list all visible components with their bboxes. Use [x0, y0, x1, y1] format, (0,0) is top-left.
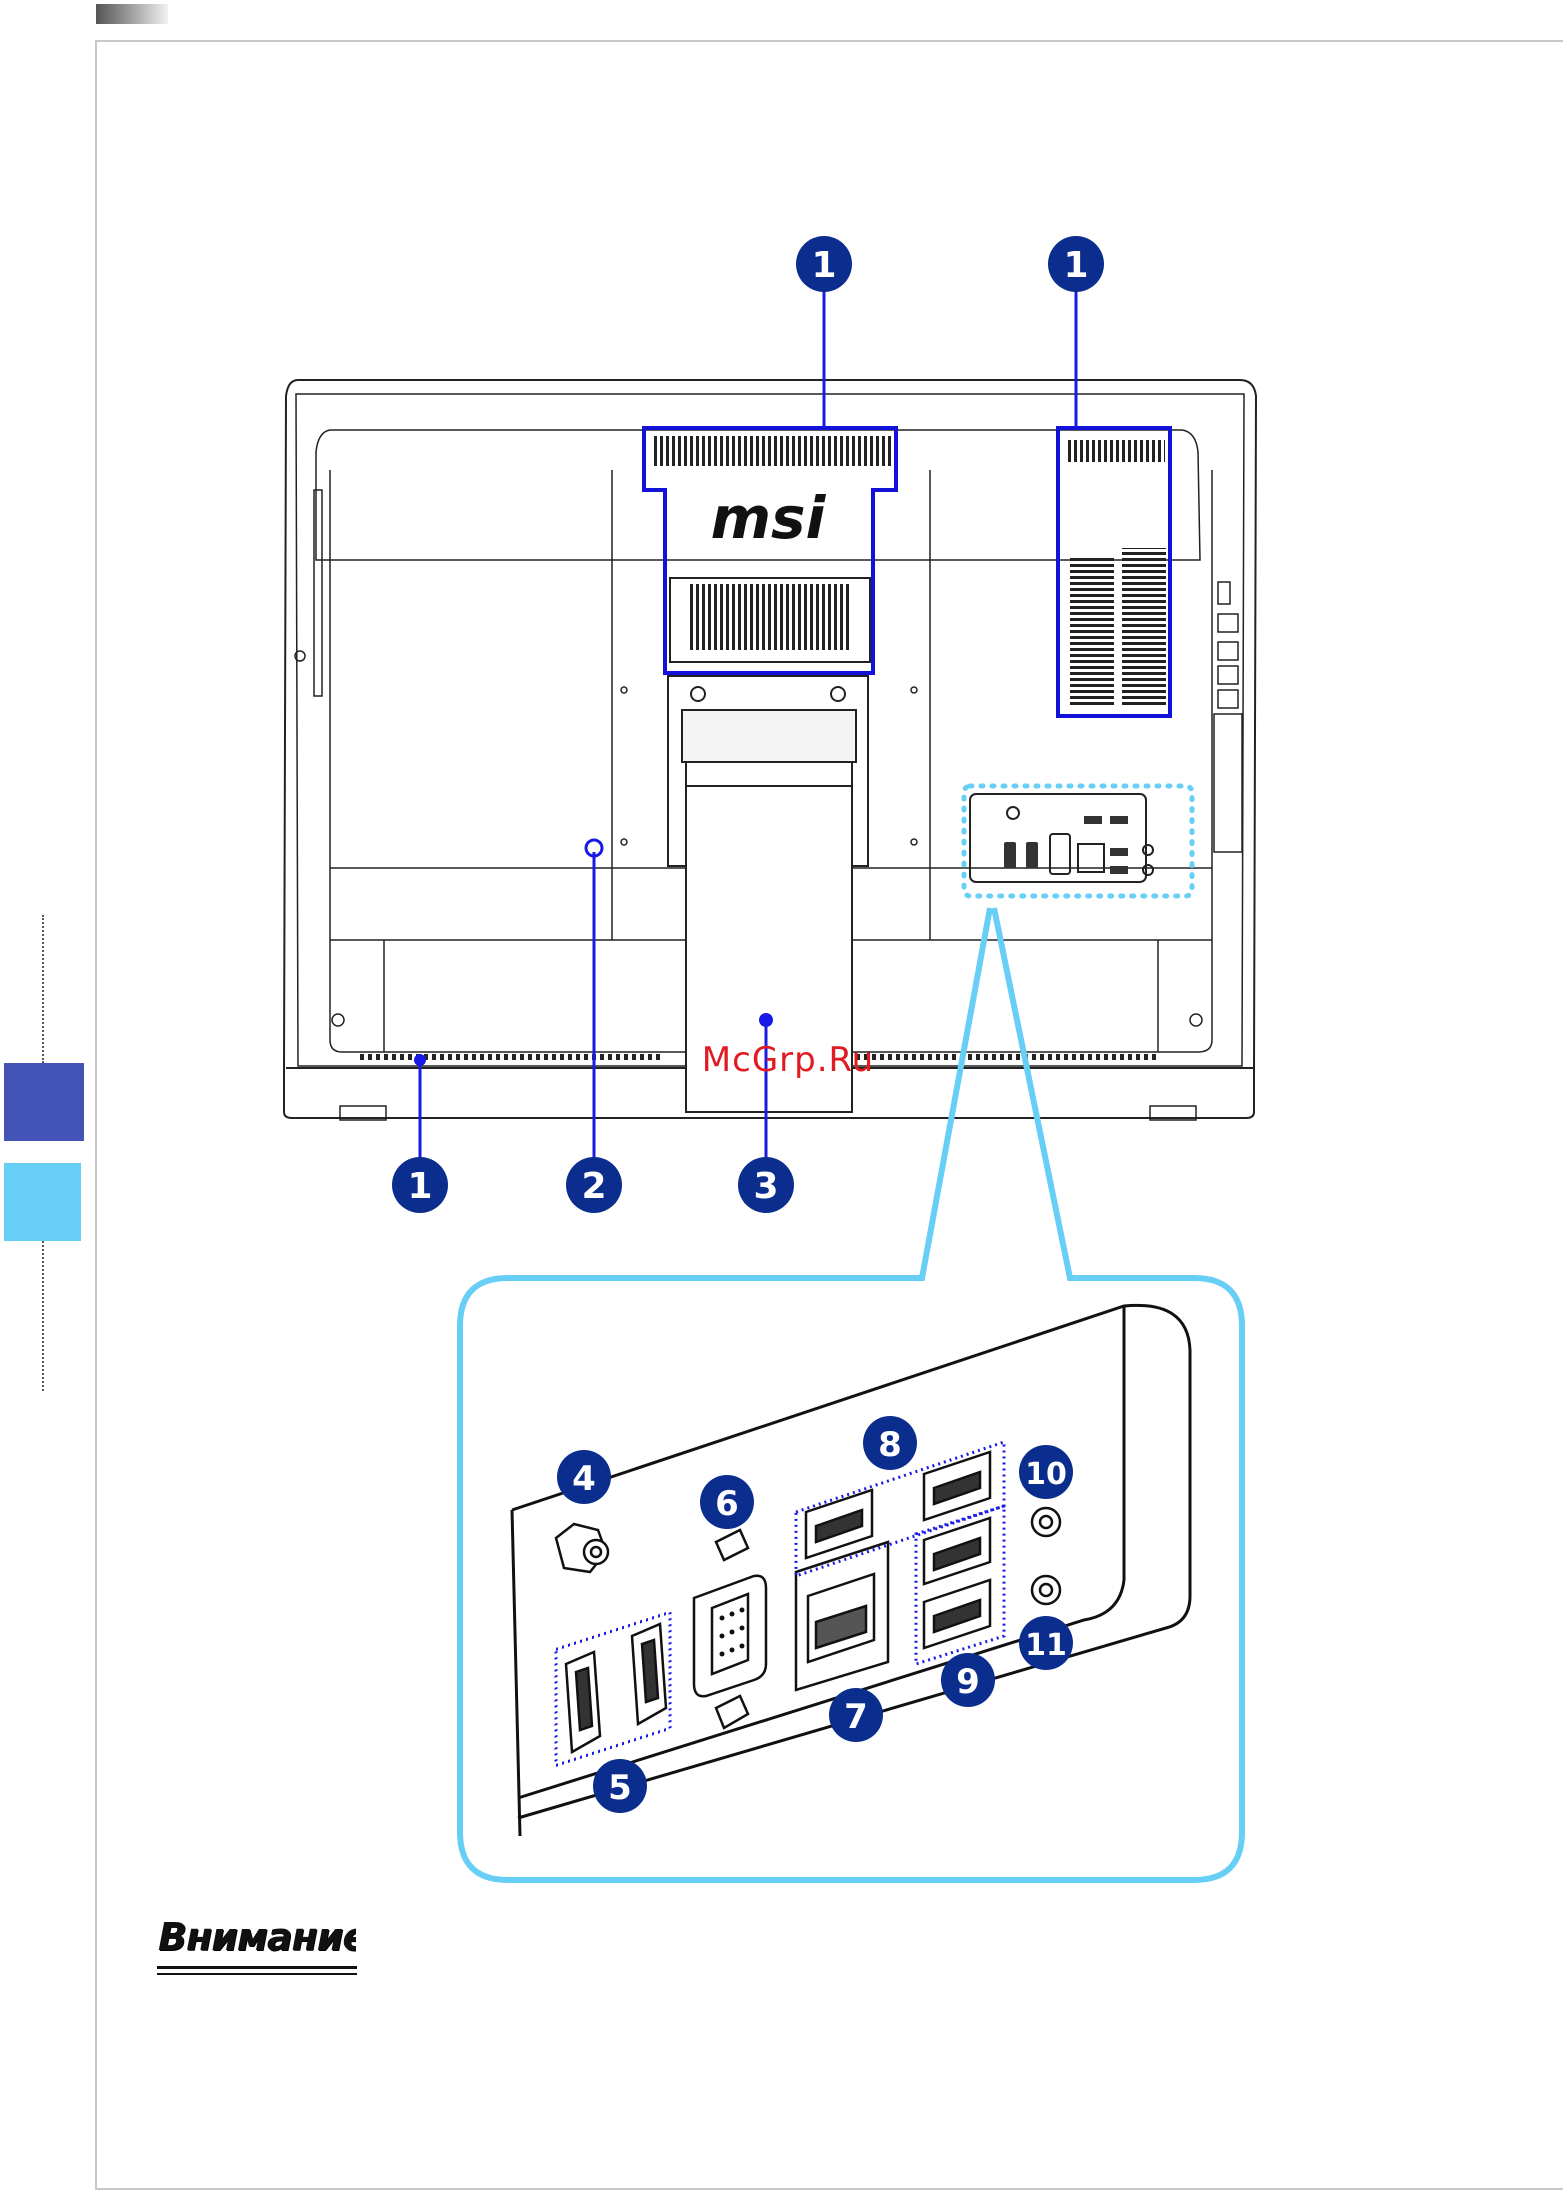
svg-text:11: 11	[1025, 1628, 1067, 1663]
hdmi-ports	[566, 1624, 666, 1752]
side-buttons	[1214, 582, 1242, 852]
lan-port	[796, 1542, 888, 1690]
svg-text:4: 4	[572, 1459, 596, 1499]
brand-logo: msi	[711, 484, 827, 552]
note-underline	[157, 1966, 357, 1969]
antenna-port	[556, 1524, 608, 1572]
rear-io-panel	[970, 794, 1153, 882]
svg-text:7: 7	[844, 1697, 868, 1737]
audio-jacks	[1032, 1508, 1060, 1604]
svg-text:2: 2	[581, 1166, 606, 1207]
leader-dot-vent	[414, 1054, 426, 1066]
watermark-text: McGrp.Ru	[688, 1040, 888, 1080]
callout-badge: 7	[829, 1688, 883, 1742]
bottom-vents-left	[360, 1054, 660, 1060]
callout-badge: 6	[700, 1475, 754, 1529]
right-vent-block	[1065, 440, 1166, 708]
callout-badge: 4	[557, 1450, 611, 1504]
note-heading: Внимание	[158, 1915, 356, 1959]
note-underline-second	[157, 1973, 357, 1975]
svg-text:6: 6	[715, 1484, 739, 1524]
svg-text:8: 8	[878, 1425, 902, 1465]
callout-badge: 11	[1019, 1616, 1073, 1670]
callout-badge: 3	[738, 1157, 794, 1213]
callout-badge: 8	[863, 1416, 917, 1470]
svg-text:1: 1	[811, 245, 836, 286]
callout-badge: 1	[392, 1157, 448, 1213]
svg-text:1: 1	[1063, 245, 1088, 286]
io-panel-highlight	[964, 786, 1192, 896]
callout-badge: 2	[566, 1157, 622, 1213]
callout-badge: 1	[1048, 236, 1104, 292]
callout-badge: 10	[1019, 1445, 1073, 1499]
svg-text:5: 5	[608, 1768, 632, 1808]
callout-badge: 5	[593, 1759, 647, 1813]
svg-text:1: 1	[407, 1166, 432, 1207]
callout-badge: 9	[941, 1653, 995, 1707]
svg-text:9: 9	[956, 1662, 980, 1702]
svg-text:3: 3	[753, 1166, 778, 1207]
vga-port	[694, 1530, 766, 1728]
callout-badge: 1	[796, 236, 852, 292]
svg-text:10: 10	[1025, 1457, 1067, 1492]
leader-dot-stand	[759, 1013, 773, 1027]
bottom-vents-right	[856, 1054, 1156, 1060]
